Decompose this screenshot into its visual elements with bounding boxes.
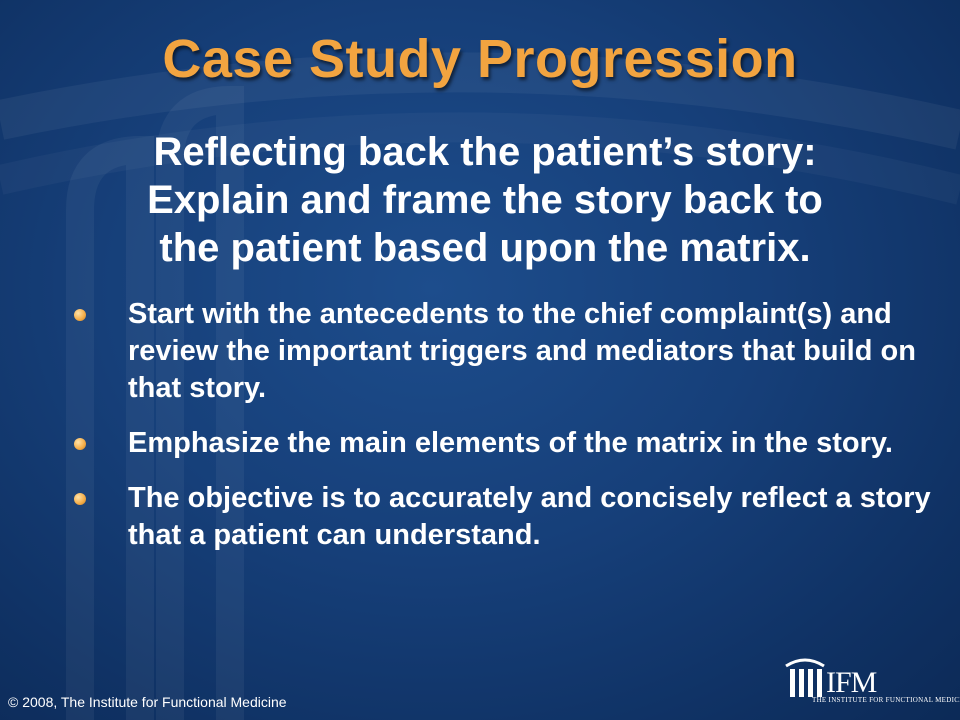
- bullet-text: Start with the antecedents to the chief …: [128, 298, 916, 404]
- bullet-dot-icon: [74, 438, 86, 450]
- bullet-text: The objective is to accurately and conci…: [128, 482, 931, 551]
- subtitle-line: the patient based upon the matrix.: [159, 226, 811, 270]
- copyright-footer: © 2008, The Institute for Functional Med…: [8, 694, 287, 710]
- ifm-logo: IFM THE INSTITUTE FOR FUNCTIONAL MEDICIN…: [782, 652, 960, 708]
- bullet-text: Emphasize the main elements of the matri…: [128, 427, 893, 459]
- bullet-item: The objective is to accurately and conci…: [74, 480, 934, 554]
- bullet-item: Start with the antecedents to the chief …: [74, 296, 934, 407]
- bullet-item: Emphasize the main elements of the matri…: [74, 425, 934, 462]
- slide-title: Case Study Progression: [162, 29, 798, 89]
- bullet-dot-icon: [74, 309, 86, 321]
- bullet-list: Start with the antecedents to the chief …: [74, 296, 934, 572]
- subtitle-line: Reflecting back the patient’s story:: [153, 130, 817, 174]
- logo-abbr: IFM: [826, 666, 877, 699]
- columns-icon: [785, 658, 825, 697]
- bullet-dot-icon: [74, 493, 86, 505]
- subtitle-line: Explain and frame the story back to: [147, 178, 823, 222]
- logo-full-name: THE INSTITUTE FOR FUNCTIONAL MEDICINE: [812, 696, 960, 704]
- slide-subtitle: Reflecting back the patient’s story: Exp…: [60, 128, 910, 272]
